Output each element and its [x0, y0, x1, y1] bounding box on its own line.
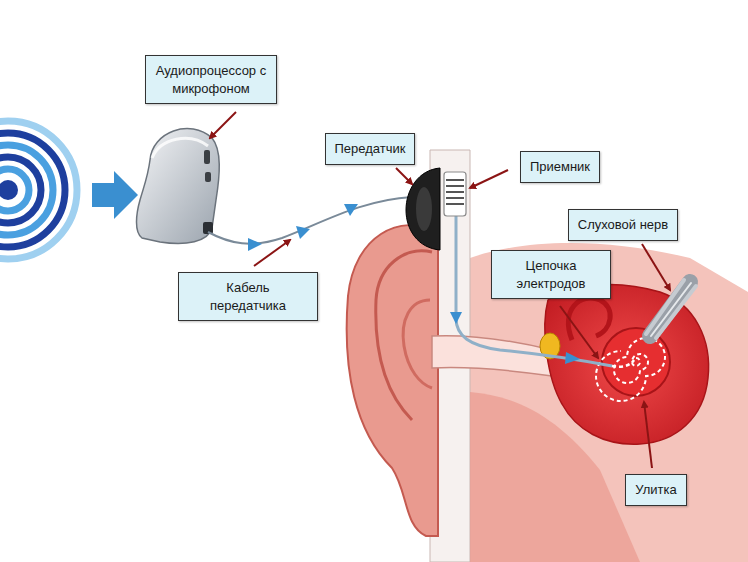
- pinna-ridge: [403, 300, 432, 388]
- receiver: [444, 172, 466, 216]
- callout-box: Приемник: [520, 151, 600, 183]
- callout-box: Улитка: [625, 474, 686, 506]
- auditory-nerve: [646, 280, 696, 338]
- callout-box: Цепочка электродов: [491, 250, 611, 299]
- callout-label: Улитка: [635, 481, 676, 499]
- callout-box: Передатчик: [325, 133, 416, 165]
- callout-box: Кабель передатчика: [178, 272, 318, 321]
- callout-box: Слуховой нерв: [568, 209, 678, 241]
- pinna: [347, 225, 438, 536]
- callout-box: Аудиопроцессор с микрофоном: [145, 55, 277, 104]
- sound-waves: [0, 121, 77, 259]
- inner-ear: [545, 284, 709, 444]
- callout-label: Слуховой нерв: [578, 216, 668, 234]
- transmitter: [406, 168, 440, 250]
- pinna-ridge: [376, 251, 432, 420]
- audio-processor: [137, 129, 220, 244]
- ear-canal: [432, 336, 552, 376]
- sound-arrow: [92, 171, 138, 219]
- head-tissue: [470, 243, 748, 562]
- signal-arrow: [450, 312, 462, 324]
- callout-label: Аудиопроцессор с микрофоном: [155, 62, 267, 97]
- callout-label: Передатчик: [335, 140, 406, 158]
- semicircular-canals: [568, 298, 610, 340]
- callout-label: Приемник: [530, 158, 590, 176]
- callout-label: Цепочка электродов: [501, 257, 601, 292]
- callout-label: Кабель передатчика: [188, 279, 308, 314]
- signal-arrow: [565, 352, 580, 364]
- signal-arrows: [248, 204, 358, 251]
